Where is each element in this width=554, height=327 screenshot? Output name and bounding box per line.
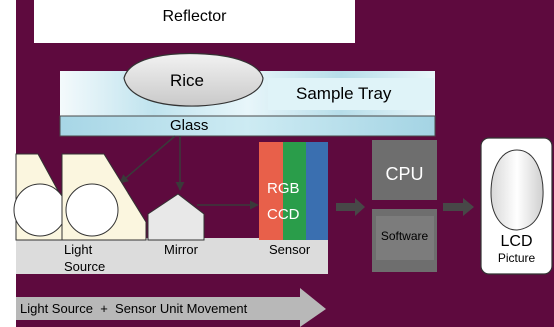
mirror-shape — [147, 193, 205, 241]
sample-tray-label: Sample Tray — [296, 84, 392, 103]
sensor-blue-band — [306, 142, 328, 240]
light-source-label-line1: Light — [64, 242, 93, 257]
light-unit-base — [16, 238, 328, 274]
picture-label: Picture — [497, 251, 536, 265]
software-label: Software — [380, 229, 429, 243]
lcd-rice-image — [490, 149, 544, 231]
sensor-red-band — [259, 142, 283, 240]
lcd-label: LCD — [500, 233, 533, 250]
movement-label: Light Source + Sensor Unit Movement — [20, 301, 248, 316]
software-panel — [376, 216, 434, 260]
lamp-circle-left — [13, 183, 67, 237]
lamp-circle-right — [65, 183, 119, 237]
ccd-label: CCD — [267, 206, 300, 223]
cpu-block — [372, 140, 437, 200]
rgb-label: RGB — [267, 180, 300, 197]
rice-grain-shape — [123, 52, 264, 107]
light-path-arrow-left — [119, 135, 176, 184]
arrow-cpu-to-lcd — [443, 198, 474, 216]
glass-plate — [59, 115, 436, 137]
mirror-label: Mirror — [164, 242, 198, 257]
reflector-label: Reflector — [162, 8, 227, 25]
movement-arrow — [16, 288, 326, 327]
arrow-sensor-to-cpu — [336, 198, 365, 216]
rice-label: Rice — [170, 71, 205, 90]
sensor-label: Sensor — [269, 242, 311, 257]
sensor-green-band — [283, 142, 306, 240]
cpu-label: CPU — [385, 164, 424, 184]
reflector-box — [34, 0, 355, 43]
glass-label: Glass — [170, 117, 209, 134]
light-source-label-line2: Source — [64, 259, 106, 274]
sample-tray-label-panel — [268, 78, 434, 110]
